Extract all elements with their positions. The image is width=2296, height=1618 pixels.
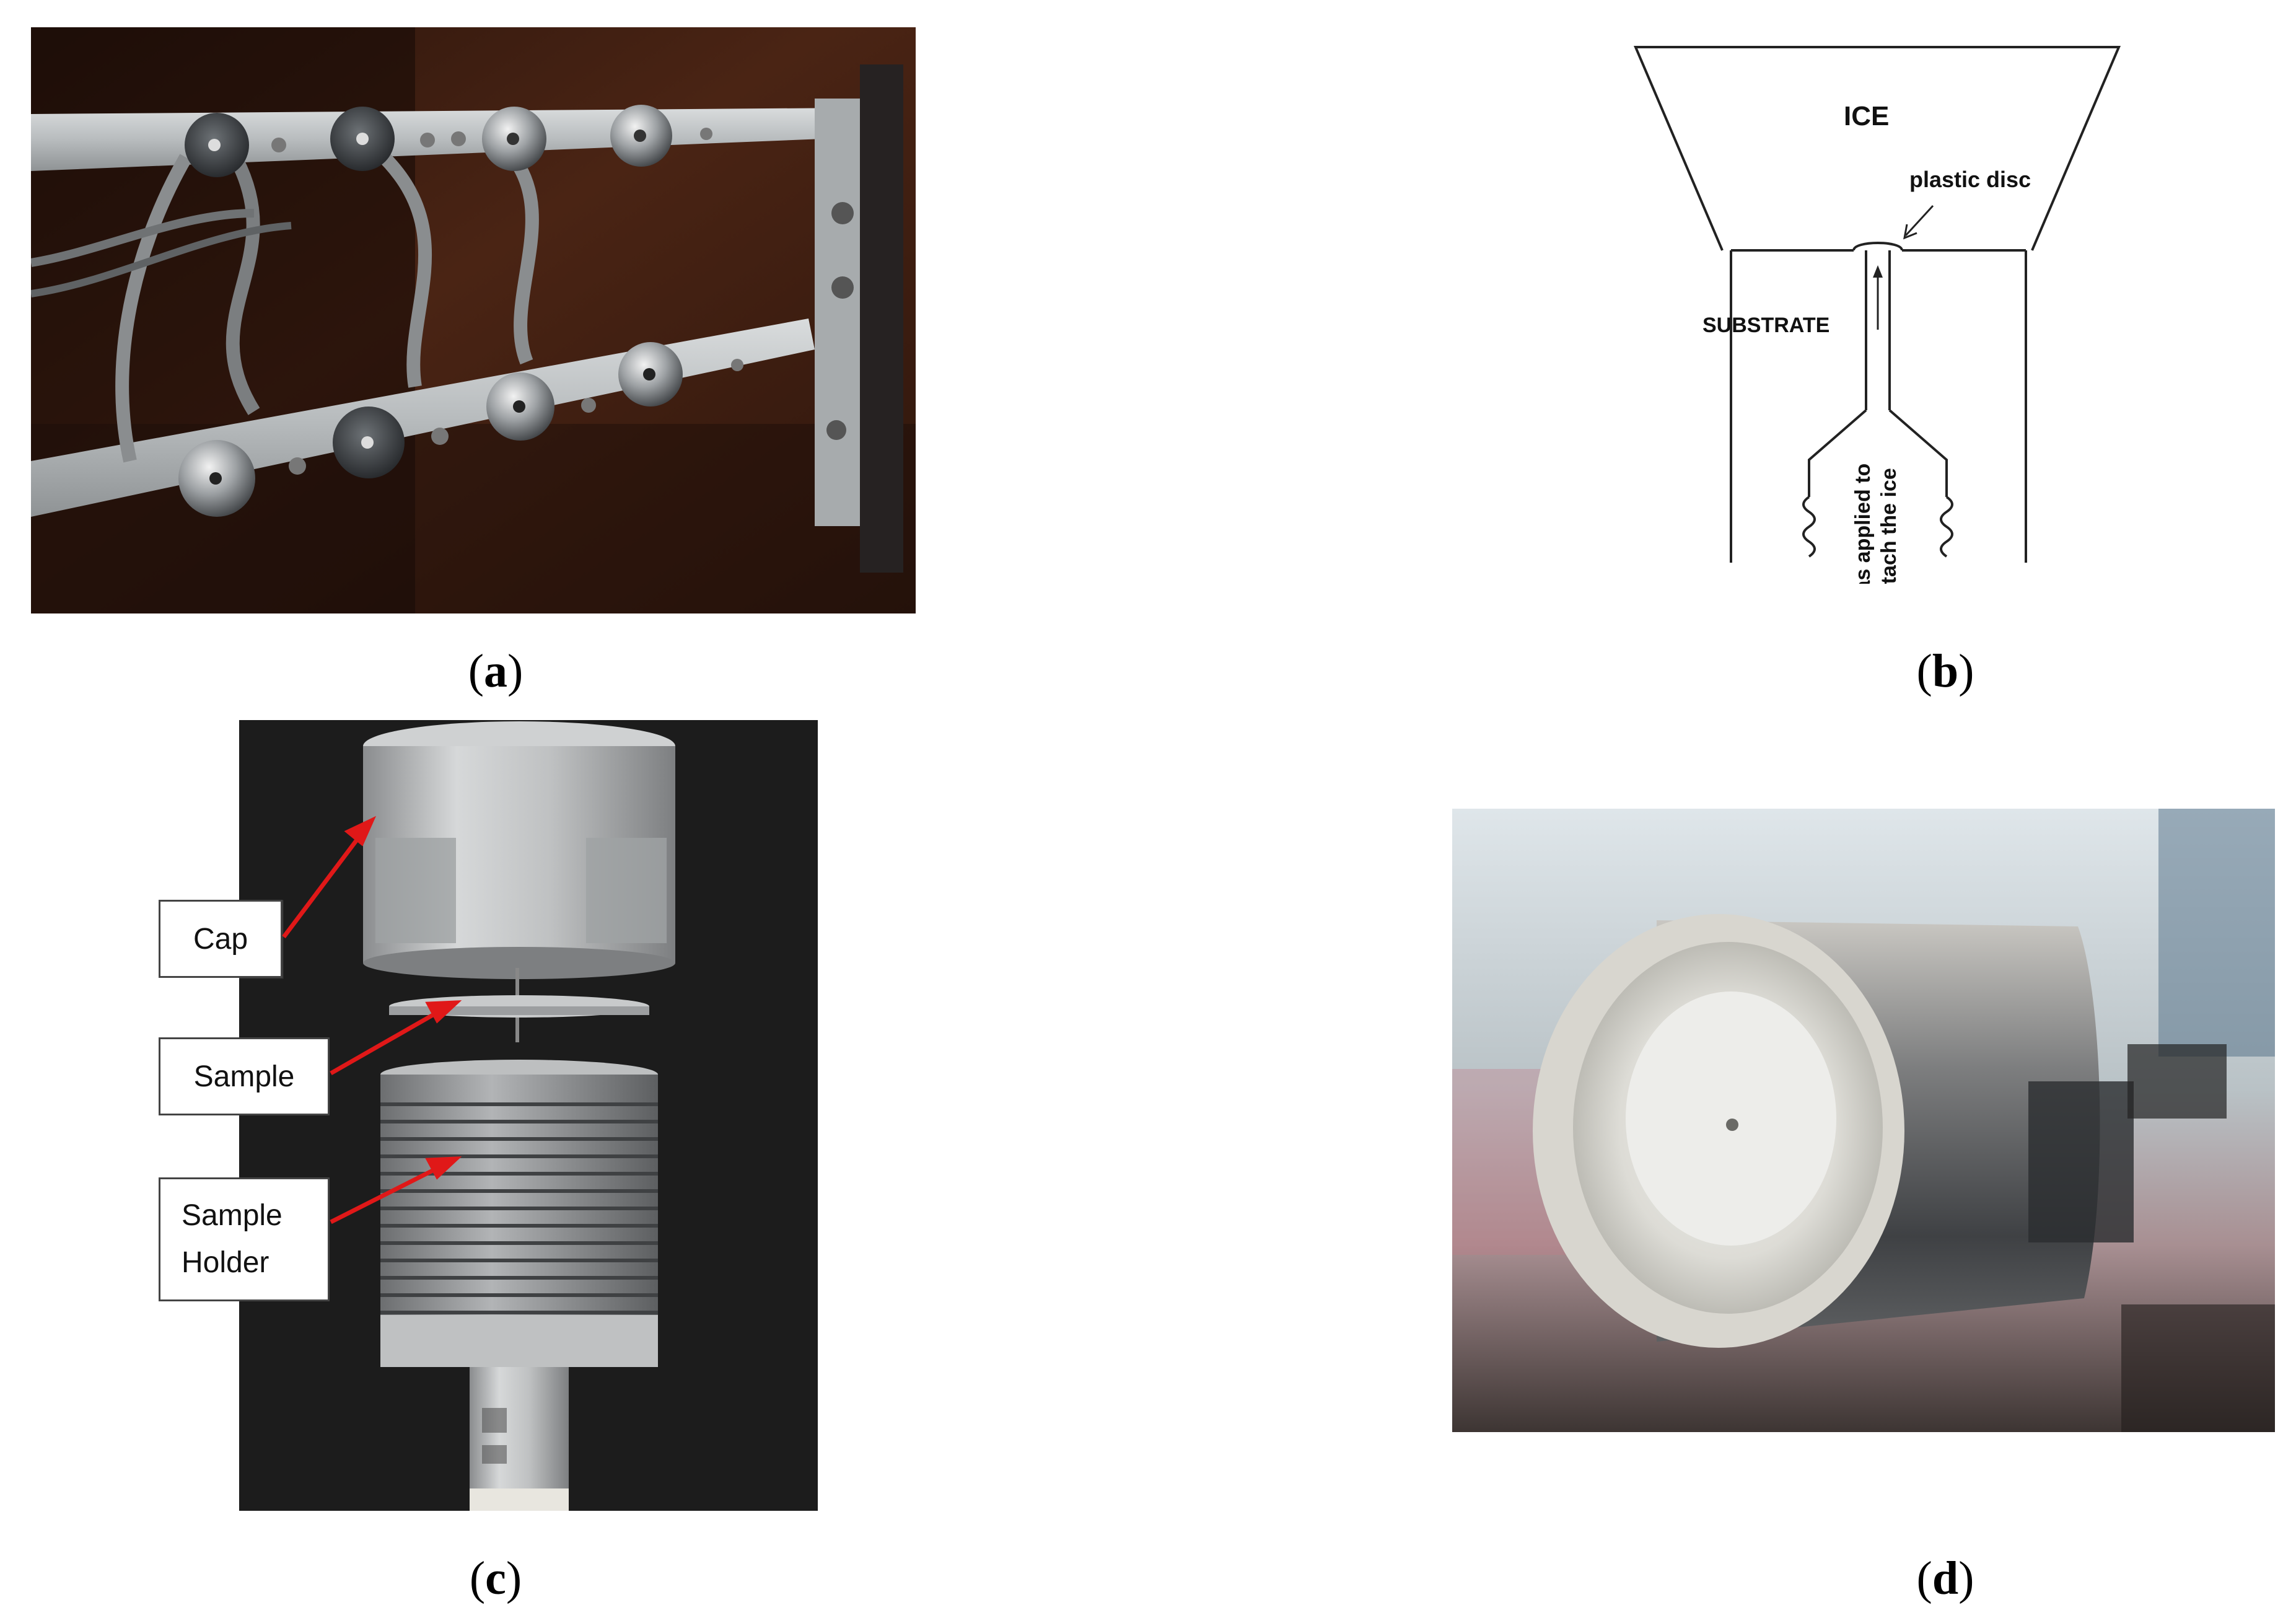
callout-holder-label-line1: Sample: [182, 1199, 283, 1232]
callout-cap-label: Cap: [193, 922, 248, 956]
caption-d: (d): [1916, 1552, 1974, 1604]
label-gas-line2: detach the ice: [1877, 468, 1901, 584]
rig-photo: [30, 27, 916, 613]
panel-d-photo: [1452, 809, 2275, 1432]
holder-arrow-icon: [330, 1163, 445, 1224]
callout-holder-box: Sample Holder: [159, 1177, 330, 1301]
callout-sample-box: Sample: [159, 1037, 330, 1115]
cap-arrow-icon: [282, 830, 365, 939]
panel-a-photo: [30, 27, 916, 613]
panel-c-photo: Cap Sample Sample Holder: [157, 720, 818, 1511]
caption-a: (a): [468, 645, 524, 697]
iced-sample-photo: [1452, 809, 2275, 1432]
label-ice: ICE: [1844, 101, 1889, 131]
callout-sample-label: Sample: [193, 1060, 295, 1093]
label-substrate: SUBSTRATE: [1702, 314, 1829, 337]
plastic-disc-shape: [1852, 242, 1903, 251]
label-plastic-disc: plastic disc: [1909, 167, 2031, 192]
panel-b-diagram: ICE plastic disc SUBSTRATE Gas applied t…: [1623, 38, 2131, 609]
caption-c: (c): [469, 1552, 522, 1604]
callout-cap-box: Cap: [159, 900, 283, 978]
ice-adhesion-diagram: ICE plastic disc SUBSTRATE Gas applied t…: [1633, 46, 2121, 609]
gas-flow-arrow-icon: [1873, 265, 1883, 278]
callout-holder-label-line2: Holder: [182, 1246, 269, 1279]
caption-b: (b): [1916, 645, 1974, 697]
sample-holder-photo: [157, 720, 818, 1511]
label-gas-line1: Gas applied to: [1851, 464, 1875, 584]
callout-arrows: [282, 816, 462, 1224]
disc-pointer-arrow-icon: [1903, 224, 1917, 240]
sample-arrow-icon: [330, 1006, 445, 1076]
